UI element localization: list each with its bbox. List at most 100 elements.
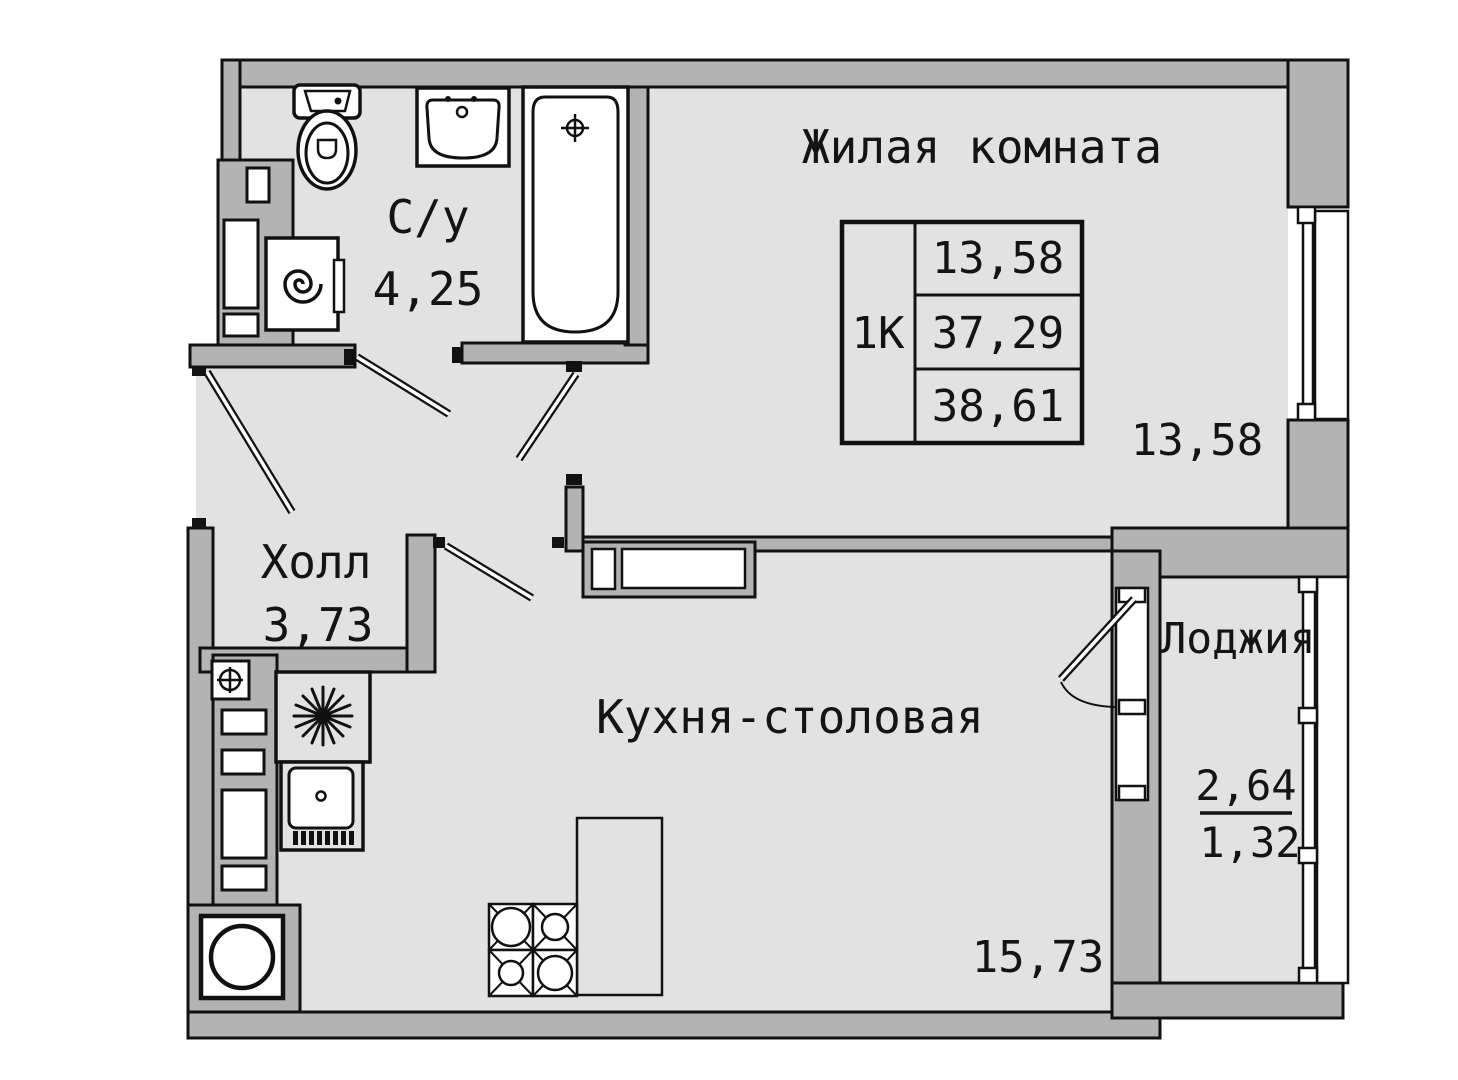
doors <box>192 347 1137 708</box>
window-mullion <box>1296 402 1317 422</box>
loggia-mullion <box>1297 966 1319 985</box>
room-area-bathroom: 4,25 <box>373 262 484 316</box>
counter-module <box>620 547 747 590</box>
counter-module <box>590 547 617 591</box>
loggia-area-total: 2,64 <box>1195 761 1296 810</box>
duct-shafts-kitchen <box>220 708 268 892</box>
duct <box>220 708 268 736</box>
washing-machine-door-edge <box>332 258 346 314</box>
sink-tap-dot <box>445 96 451 102</box>
door-leaf-inner <box>445 544 533 600</box>
door-jamb <box>192 366 206 376</box>
table-border <box>839 219 1085 446</box>
burner <box>497 959 525 987</box>
kitchen-island <box>575 816 664 997</box>
area-info-table: 1К 13,58 37,29 38,61 <box>839 219 1085 446</box>
bathroom-fixtures <box>222 83 630 344</box>
loggia-area-counted: 1,32 <box>1199 818 1300 867</box>
kitchen-door <box>433 537 564 602</box>
table-total-area: 38,61 <box>932 381 1064 432</box>
floors <box>196 87 1303 1012</box>
table-area-no-loggia: 37,29 <box>932 308 1064 359</box>
duct <box>220 864 268 892</box>
duct-shafts-bathroom <box>222 166 271 338</box>
door-jamb <box>566 474 582 485</box>
oven-knob <box>315 790 327 802</box>
loggia-glazing <box>1297 575 1350 985</box>
room-label-living: Жилая комната <box>802 120 1162 174</box>
burner <box>490 906 532 948</box>
door-swing-arc <box>1060 681 1117 708</box>
wall-bath-bottom-1 <box>188 343 357 369</box>
room-label-bathroom: С/у <box>386 190 469 244</box>
stove-icon <box>487 902 579 998</box>
window-mullion <box>1296 205 1317 225</box>
entrance-door <box>192 366 296 528</box>
boiler-icon <box>274 670 372 764</box>
toilet-drain <box>316 138 338 160</box>
door-jamb <box>452 347 463 363</box>
washing-machine-drum-spiral <box>283 269 323 304</box>
wall-stub-counter <box>564 485 585 553</box>
door-jamb <box>192 518 206 528</box>
washing-machine-icon <box>264 236 346 332</box>
door-leaf-inner <box>356 355 450 416</box>
duct <box>220 748 266 776</box>
duct <box>245 166 271 204</box>
kitchen-counter-top <box>581 540 757 599</box>
bathtub-inner <box>531 95 620 334</box>
room-labels: Жилая комната 13,58 С/у 4,25 Холл 3,73 К… <box>261 120 1316 983</box>
door-frame-mullion <box>1117 698 1147 716</box>
door-leaf-inner <box>1059 597 1136 681</box>
washer-box-icon <box>198 913 286 1001</box>
duct <box>222 218 260 310</box>
vent-icon <box>210 659 251 701</box>
door-frame-mullion <box>1117 784 1147 802</box>
wall-top <box>220 58 1350 89</box>
toilet-tank-lid <box>303 89 352 113</box>
door-jamb <box>566 361 582 372</box>
room-area-living: 13,58 <box>1131 415 1263 466</box>
loggia-mullion <box>1297 846 1319 865</box>
loggia-mullion <box>1297 575 1319 594</box>
wall-bottom-loggia <box>1110 981 1345 1020</box>
burner <box>540 912 570 942</box>
table-living-area: 13,58 <box>932 233 1064 284</box>
living-room-door <box>515 361 582 485</box>
room-area-kitchen: 15,73 <box>972 932 1104 983</box>
bathtub-icon <box>521 85 630 344</box>
room-label-loggia: Лоджия <box>1160 614 1315 664</box>
oven-icon <box>279 760 365 852</box>
window-sill <box>1313 209 1350 421</box>
burner-star <box>292 685 354 747</box>
loggia-floor <box>1160 577 1303 983</box>
living-room-window <box>1288 205 1350 422</box>
door-jamb <box>344 349 355 365</box>
apartment-type: 1К <box>852 308 905 359</box>
wall-bath-bottom-2 <box>460 341 650 365</box>
wall-right-upper <box>1286 58 1350 209</box>
loggia-outer-sill <box>1315 575 1350 985</box>
door-jamb <box>552 537 564 548</box>
windows <box>1114 205 1350 985</box>
door-leaf-inner <box>517 373 578 460</box>
door-jamb <box>433 537 445 548</box>
room-label-kitchen: Кухня-столовая <box>596 690 984 744</box>
wall-bottom-kitchen <box>186 1010 1162 1040</box>
oven-grill <box>293 831 354 845</box>
sink-icon <box>415 86 511 168</box>
room-area-hall: 3,73 <box>263 598 374 652</box>
kitchen-fixtures <box>198 540 757 1001</box>
sink-tap-dot <box>471 96 477 102</box>
door-frame <box>1114 586 1150 802</box>
loggia-mullion <box>1297 706 1319 725</box>
toilet-icon <box>292 83 362 191</box>
duct <box>220 788 268 860</box>
toilet-button <box>334 97 342 105</box>
entrance-floor <box>196 367 213 528</box>
loggia-door-frame <box>1114 586 1150 802</box>
sink-basin <box>425 98 501 160</box>
room-label-hall: Холл <box>261 535 372 589</box>
